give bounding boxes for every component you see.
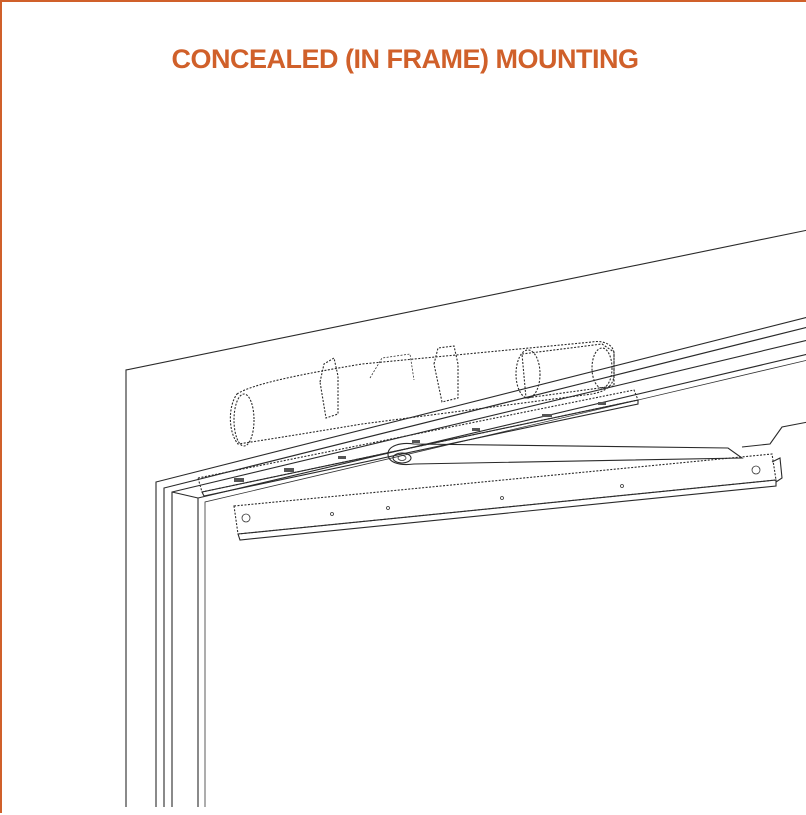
closer-arm	[387, 442, 744, 466]
page-title: CONCEALED (IN FRAME) MOUNTING	[171, 44, 639, 74]
wall-outline	[125, 229, 806, 807]
track-channel	[233, 453, 783, 541]
door-frame	[155, 316, 806, 807]
closer-body	[229, 340, 615, 447]
mounting-plate	[197, 389, 639, 497]
